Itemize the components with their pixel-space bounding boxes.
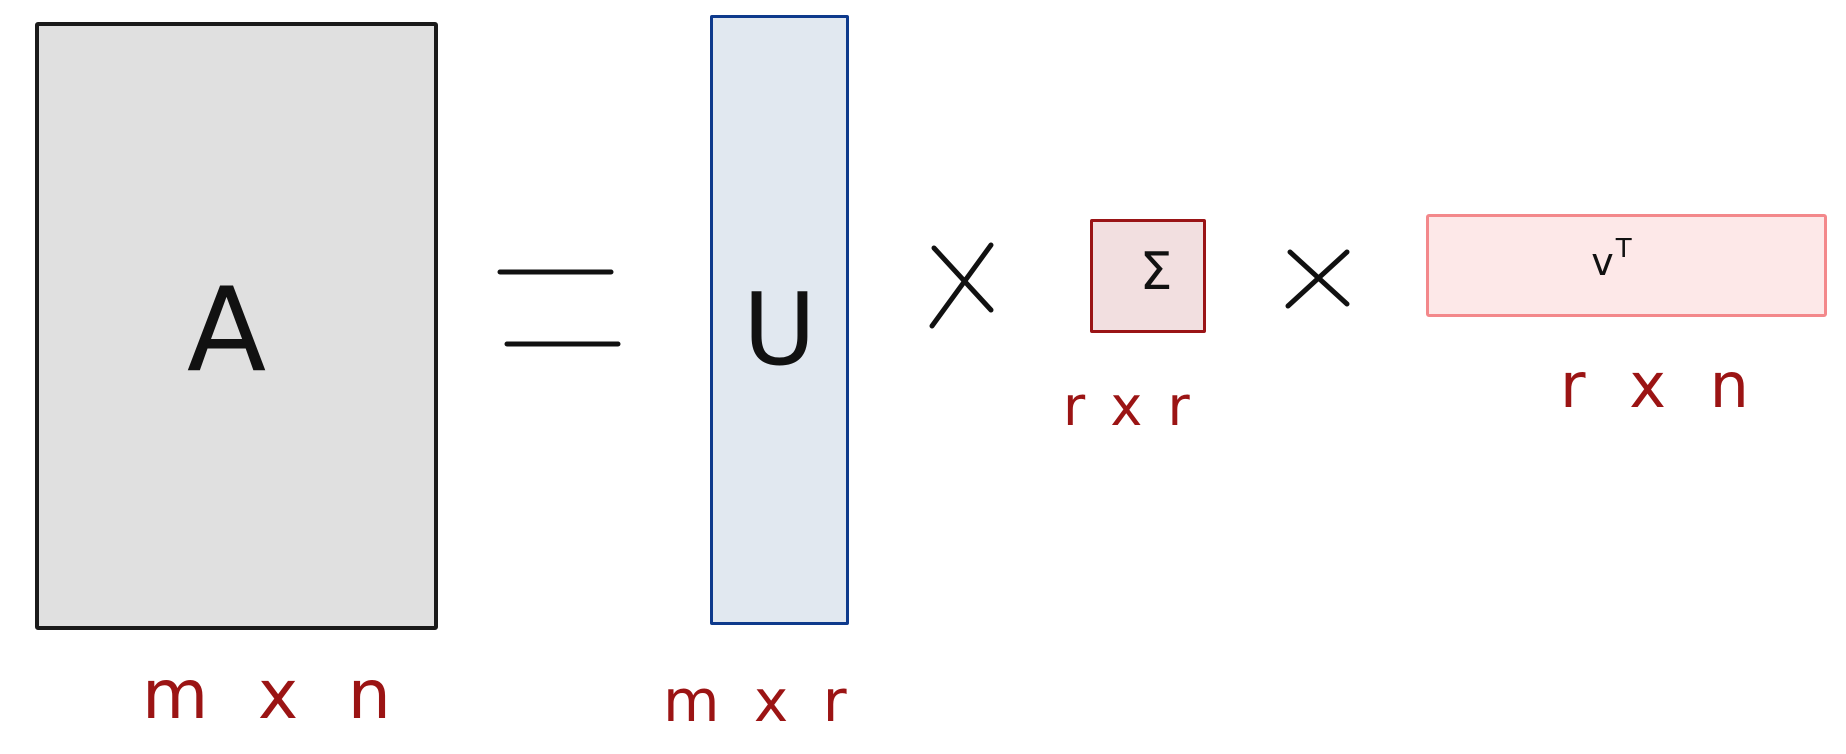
matrix-u-symbol: U: [742, 271, 817, 388]
matrix-sigma: Σ: [1090, 219, 1206, 333]
matrix-sigma-dimension: r x r: [1063, 375, 1194, 438]
matrix-sigma-symbol: Σ: [1139, 242, 1173, 302]
matrix-u-dimension: m x r: [663, 667, 855, 735]
matrix-a: A: [35, 22, 438, 630]
multiply-sign-1: ×: [929, 242, 994, 329]
matrix-v-symbol: v: [1591, 240, 1614, 284]
transpose-superscript: T: [1615, 234, 1632, 264]
matrix-v-transpose-dimension: r x n: [1560, 349, 1761, 422]
equals-sign: =: [497, 269, 621, 347]
matrix-a-dimension: m x n: [142, 656, 405, 735]
matrix-v-transpose: vT: [1426, 214, 1827, 317]
matrix-v-transpose-symbol: vT: [1591, 236, 1631, 281]
multiply-sign-2: ×: [1285, 249, 1350, 309]
matrix-a-symbol: A: [186, 263, 267, 398]
matrix-u: U: [710, 15, 849, 625]
